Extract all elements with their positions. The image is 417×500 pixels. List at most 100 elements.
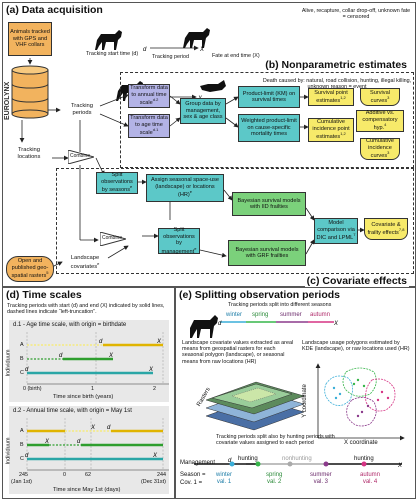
tracking-locations-box: Tracking locations [8, 144, 50, 164]
geodata-box: Open and published geo-spatial rasters5 [6, 256, 54, 282]
svg-text:d: d [218, 321, 222, 327]
d2-row-a-start: d [107, 425, 111, 431]
cov-frailty-box: Covariate & frailty effects7,8 [364, 218, 408, 240]
event-label: Death caused by: natural, road collision… [262, 78, 412, 90]
e-hunting-2: hunting [354, 456, 374, 462]
d2-row-c-start: d [25, 453, 29, 459]
d2-tick-dec: (Dec 31st) [141, 479, 166, 485]
e-split-text: Tracking periods split into different se… [228, 302, 332, 308]
animals-box: Animals tracked with GPS and VHF collars [8, 22, 52, 56]
e-cov-label: Cov. 1 = [180, 480, 203, 486]
e-season-summer: summer [280, 312, 302, 318]
d1-ylabel: Individuum [5, 349, 12, 377]
svg-text:X: X [199, 47, 205, 53]
panel-d-title: (d) Time scales [6, 289, 82, 301]
d1-row-b-start: d [59, 353, 63, 359]
svg-text:d: d [143, 47, 147, 53]
panel-d: (d) Time scales Tracking periods with st… [2, 287, 175, 499]
e-polygon-text: Landscape usage polygons estimated by KD… [302, 340, 410, 353]
tracking-period-label: Tracking period [152, 54, 189, 60]
d1-row-c: C [20, 370, 24, 376]
survival-point-box: Survival point estimates1,2 [308, 88, 354, 106]
d2-tick-0: 0 [63, 472, 66, 478]
d1-row-b-end: X [108, 353, 114, 359]
e-season-spring: spring [252, 312, 269, 318]
d2-row-a-end: X [90, 425, 96, 431]
e-hunting-1: hunting [238, 456, 258, 462]
split-mgmt-box: Split observations by managemente [158, 227, 200, 254]
landscape-covariates-box: Landscape covariatese [62, 254, 108, 272]
d2-tick-62: 62 [85, 472, 91, 478]
d1-tick-1: 1 [91, 386, 94, 392]
transform-annual-box: Transform data to annual time scaled.2 [128, 84, 170, 108]
d1-row-b: B [20, 356, 24, 362]
panel-a: (a) Data acquisition [2, 2, 416, 287]
rasters-icon [205, 381, 305, 431]
d2-row-c-end: X [152, 453, 158, 459]
bayes-iid-box: Bayesian survival models with IID frailt… [232, 192, 306, 216]
e-landscape-text: Landscape covariate values extracted as … [182, 340, 294, 365]
transform-age-box: Transform data to age time scaled.1 [128, 114, 170, 138]
panel-d-desc: Tracking periods with start (d) and end … [7, 303, 165, 316]
d1-xlabel: Time since birth (years) [53, 394, 114, 400]
group-box: Group data by management, sex & age clas… [180, 98, 226, 124]
d1-row-a: A [20, 342, 24, 348]
d2-row-b-start: d [77, 439, 81, 445]
bayes-grf-box: Bayesian survival models with GRF frailt… [228, 240, 306, 266]
tracking-periods-box: Tracking periods [62, 100, 102, 120]
panel-b-title: (b) Nonparametric estimates [263, 59, 409, 71]
d1-title: d.1 - Age time scale, with origin = birt… [13, 322, 127, 328]
e-season-winter: winter [226, 312, 243, 318]
d2-title: d.2 - Annual time scale, with origin = M… [13, 408, 132, 414]
survival-curves-box: Survival curves3 [360, 88, 400, 106]
d1-plot: d.1 - Age time scale, with origin = birt… [9, 320, 169, 402]
d1-row-a-end: X [156, 339, 162, 345]
lynx-icon [190, 315, 218, 338]
e-ycoord: Y coordinate [301, 384, 308, 418]
d2-row-c: C [20, 456, 24, 462]
panel-c-title: (c) Covariate effects [304, 275, 409, 287]
additive-box: Additive vs. compensatory hyp.4 [356, 110, 404, 132]
d1-tick-2: 2 [153, 386, 156, 392]
panel-e-title: (e) Splitting observation periods [179, 289, 341, 301]
d1-row-a-start: d [99, 339, 103, 345]
e-mgmt-label: Management [180, 460, 216, 466]
d2-plot: d.2 - Annual time scale, with origin = M… [9, 406, 169, 494]
e-graphics: d X d X [190, 315, 405, 469]
fate-label: Fate at end time (X) [212, 53, 260, 59]
panel-e: (e) Splitting observation periods d X [175, 287, 416, 499]
panel-b: (b) Nonparametric estimates [120, 59, 414, 168]
censored-label: Alive, recapture, collar drop-off, unkno… [301, 8, 411, 21]
km-box: Product-limit (KM) on survival times [238, 86, 300, 108]
svg-text:X: X [333, 321, 339, 327]
weighted-box: Weighted product-limit on cause-specific… [238, 114, 300, 142]
panel-c: (c) Covariate effects [56, 168, 414, 287]
assign-box: Assign seasonal space-use (landscape) or… [146, 174, 224, 202]
d2-row-a: A [20, 428, 24, 434]
d1-tick-0: 0 (birth) [23, 386, 42, 392]
cif-curves-box: Cumulative incidence curves3 [360, 138, 400, 160]
panel-a-title: (a) Data acquisition [6, 4, 103, 16]
d1-row-c-end: X [148, 367, 154, 373]
combine-icon: Combine [68, 150, 94, 164]
svg-text:X: X [397, 463, 403, 469]
split-seasons-box: Split observations by seasonse [96, 172, 138, 194]
tracking-start-label: Tracking start time (d) [86, 51, 139, 57]
d2-xlabel: Time since May 1st (days) [53, 487, 121, 493]
eurolynx-logo: EUROLYNX [4, 81, 11, 120]
e-hunting-text: Tracking periods split also by hunting p… [216, 434, 335, 447]
d2-row-b-end: X [44, 439, 50, 445]
d2-tick-244: 244 [157, 472, 166, 478]
d2-row-b: B [20, 442, 24, 448]
d1-row-c-start: d [25, 367, 29, 373]
d2-ylabel: Individuum [5, 437, 12, 465]
d2-tick-jan: (Jan 1st) [11, 479, 32, 485]
combine-icon-2: Combine [100, 232, 126, 246]
database-icon [11, 65, 49, 119]
